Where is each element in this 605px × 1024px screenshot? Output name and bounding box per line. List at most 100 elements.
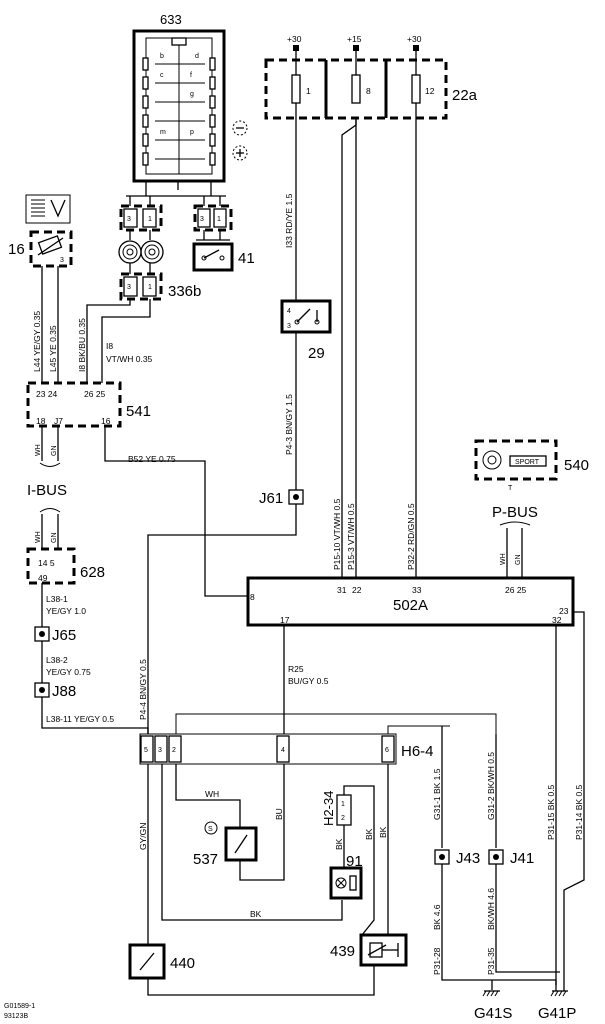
svg-text:23 24: 23 24 — [36, 389, 58, 399]
footer-id-2: 93123B — [4, 1013, 28, 1020]
svg-text:L38-11 YE/GY 0.5: L38-11 YE/GY 0.5 — [46, 714, 114, 724]
svg-text:33: 33 — [412, 585, 422, 595]
svg-text:1: 1 — [217, 216, 221, 223]
svg-text:5: 5 — [144, 747, 148, 754]
svg-text:J61: J61 — [259, 490, 283, 507]
component-440: 440 — [128, 943, 195, 980]
connector-upper-right: 3 1 — [193, 204, 233, 232]
component-502a-label: 502A — [393, 597, 428, 614]
svg-text:P15-3 VT/WH 0.5: P15-3 VT/WH 0.5 — [346, 503, 356, 570]
svg-text:2: 2 — [341, 815, 345, 822]
svg-text:G41P: G41P — [538, 1005, 576, 1022]
component-41-label: 41 — [238, 250, 255, 267]
svg-text:3: 3 — [158, 747, 162, 754]
svg-text:I33 RD/YE 1.5: I33 RD/YE 1.5 — [284, 193, 294, 248]
svg-text:P31-15 BK 0.5: P31-15 BK 0.5 — [546, 784, 556, 840]
pbus-label: P-BUS — [492, 504, 538, 521]
component-16-label: 16 — [8, 241, 25, 258]
connector-upper-left: 3 1 — [119, 204, 163, 232]
svg-text:BK: BK — [364, 828, 374, 840]
svg-text:6: 6 — [385, 747, 389, 754]
svg-text:P31-14 BK 0.5: P31-14 BK 0.5 — [574, 784, 584, 840]
svg-text:GN: GN — [51, 533, 58, 544]
svg-text:32: 32 — [552, 615, 562, 625]
wire-i8a: I8 BK/BU 0.35 — [77, 318, 87, 372]
component-628: 14 5 49 628 — [26, 547, 105, 585]
svg-text:S: S — [208, 826, 213, 833]
svg-text:J65: J65 — [52, 627, 76, 644]
wire-l44: L44 YE/GY 0.35 — [32, 311, 42, 372]
svg-text:L38-1: L38-1 — [46, 594, 68, 604]
wire-l45: L45 YE 0.35 — [48, 325, 58, 372]
pin-g: g — [190, 91, 194, 98]
pin-m: m — [160, 129, 166, 136]
resistor-ladder: b d g c f m p — [142, 45, 216, 174]
svg-text:GN: GN — [51, 446, 58, 457]
component-439: 439 — [330, 933, 408, 967]
component-633-label: 633 — [160, 12, 182, 27]
svg-text:22: 22 — [352, 585, 362, 595]
svg-text:BU: BU — [274, 808, 284, 820]
svg-text:17: 17 — [280, 615, 290, 625]
footer-id-1: G01589-1 — [4, 1003, 35, 1010]
svg-text:4: 4 — [287, 308, 291, 315]
svg-text:J43: J43 — [456, 850, 480, 867]
svg-text:G31-2 BK/WH 0.5: G31-2 BK/WH 0.5 — [486, 752, 496, 820]
svg-text:T: T — [508, 485, 513, 492]
svg-text:+15: +15 — [347, 34, 362, 44]
svg-text:P31-28: P31-28 — [432, 947, 442, 975]
svg-text:P4-3 BN/GY 1.5: P4-3 BN/GY 1.5 — [284, 394, 294, 455]
svg-text:J41: J41 — [510, 850, 534, 867]
junction-j61: J61 — [259, 489, 304, 507]
svg-text:GY/GN: GY/GN — [138, 823, 148, 850]
junction-j88: J88 — [34, 682, 76, 700]
svg-text:BU/GY 0.5: BU/GY 0.5 — [288, 676, 329, 686]
component-439-label: 439 — [330, 943, 355, 960]
component-628-label: 628 — [80, 564, 105, 581]
svg-text:YE/GY 1.0: YE/GY 1.0 — [46, 606, 86, 616]
svg-text:G41S: G41S — [474, 1005, 512, 1022]
svg-text:1: 1 — [306, 86, 311, 96]
pin-b: b — [160, 53, 164, 60]
pin-c: c — [160, 72, 164, 79]
component-541-label: 541 — [126, 403, 151, 420]
svg-text:P32-2 RD/GN 0.5: P32-2 RD/GN 0.5 — [406, 503, 416, 570]
component-29-label: 29 — [308, 345, 325, 362]
ground-g41s: G41S — [474, 990, 512, 1022]
component-h2-34: H2-34 1 2 — [321, 791, 352, 826]
svg-text:23: 23 — [559, 606, 569, 616]
svg-text:1: 1 — [148, 284, 152, 291]
svg-text:BK: BK — [378, 826, 388, 838]
component-537: S 537 — [193, 821, 258, 868]
junction-j41: J41 — [488, 849, 534, 867]
svg-text:26 25: 26 25 — [505, 585, 527, 595]
wire-b52: B52 YE 0.75 — [128, 454, 176, 464]
plus-symbol-icon — [232, 145, 248, 161]
minus-symbol-icon — [232, 120, 248, 136]
svg-text:P4-4 BN/GY 0.5: P4-4 BN/GY 0.5 — [138, 659, 148, 720]
component-440-label: 440 — [170, 955, 195, 972]
wire-i8b: VT/WH 0.35 — [106, 354, 153, 364]
svg-text:J7: J7 — [54, 416, 63, 426]
svg-text:16: 16 — [101, 416, 111, 426]
svg-text:1: 1 — [341, 801, 345, 808]
component-502a: 502A 8 31 22 33 26 25 23 17 32 — [246, 576, 575, 627]
sensor-symbol-icon — [31, 199, 66, 218]
ibus-label: I-BUS — [27, 482, 67, 499]
wire-i8-code: I8 — [106, 341, 113, 351]
svg-text:3: 3 — [127, 216, 131, 223]
component-22a-label: 22a — [452, 87, 478, 104]
pin-f: f — [190, 72, 192, 79]
component-h6-4-label: H6-4 — [401, 743, 434, 760]
svg-text:2: 2 — [172, 747, 176, 754]
svg-text:+30: +30 — [407, 34, 422, 44]
svg-text:SPORT: SPORT — [515, 459, 540, 466]
svg-text:BK: BK — [334, 838, 344, 850]
component-29: 4 3 29 — [280, 299, 332, 362]
svg-text:WH: WH — [205, 789, 219, 799]
svg-text:BK 4.6: BK 4.6 — [432, 904, 442, 930]
component-22a: 1 8 12 22a — [264, 58, 478, 120]
svg-text:8: 8 — [366, 86, 371, 96]
